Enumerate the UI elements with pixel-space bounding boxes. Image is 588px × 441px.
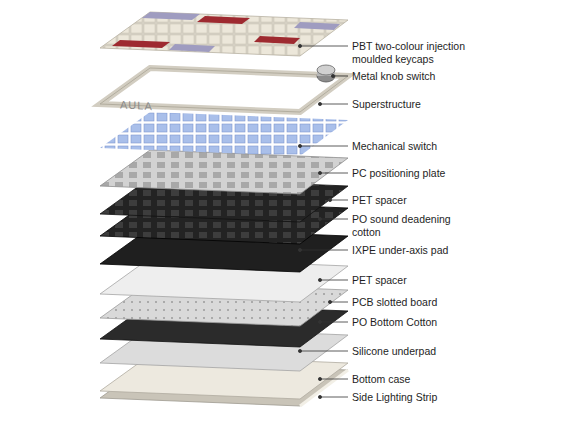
brand-logo: AULA — [120, 98, 180, 113]
part-label: Silicone underpad — [352, 345, 552, 358]
part-label: PO sound deadening cotton — [352, 213, 464, 239]
part-label: IXPE under-axis pad — [352, 244, 552, 257]
part-label: PC positioning plate — [352, 167, 552, 180]
part-label: PCB slotted board — [352, 296, 552, 309]
layers — [100, 12, 348, 406]
part-label: Mechanical switch — [352, 140, 552, 153]
part-label: PBT two-colour injection moulded keycaps — [352, 40, 488, 66]
part-label: Superstructure — [352, 98, 552, 111]
part-label: PET spacer — [352, 194, 552, 207]
leader-lines — [298, 44, 348, 398]
part-label: Side Lighting Strip — [352, 391, 552, 404]
part-label: PO Bottom Cotton — [352, 316, 552, 329]
part-label: PET spacer — [352, 274, 552, 287]
part-label: Bottom case — [352, 373, 552, 386]
part-label: Metal knob switch — [352, 70, 552, 83]
